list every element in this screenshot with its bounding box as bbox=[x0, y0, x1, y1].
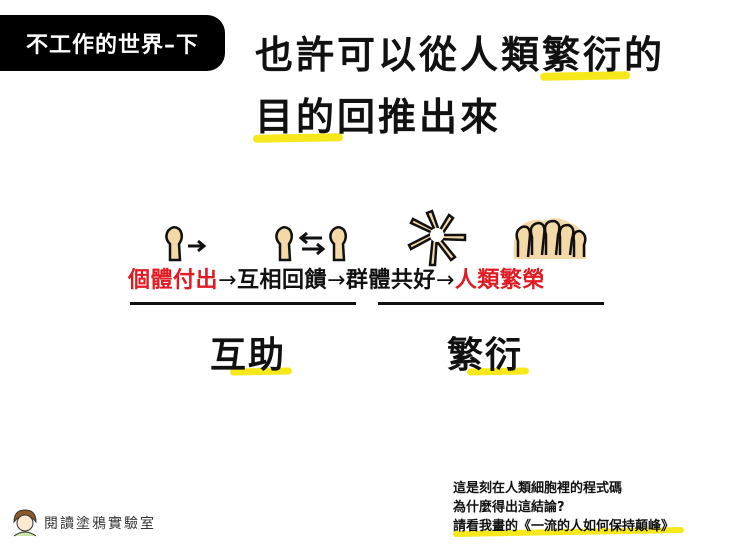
brand-logo: 閱讀塗鴉實驗室 bbox=[10, 508, 156, 538]
network-of-people-icon bbox=[407, 209, 467, 267]
flow-step-group-good: 群體共好 bbox=[345, 268, 436, 293]
footer-line-2: 為什麼得出這結論? bbox=[453, 500, 565, 515]
title-line-1: 也許可以從人類繁衍的 bbox=[255, 24, 665, 86]
flow-step-mutual-feedback: 互相回饋 bbox=[236, 268, 327, 293]
process-flow: 個體付出→互相回饋→群體共好→人類繁榮 bbox=[128, 262, 545, 294]
footer-book-link[interactable]: 請看我畫的《一流的人如何保持顛峰》 bbox=[453, 519, 675, 534]
reproduction-label: 繁衍 bbox=[447, 326, 523, 378]
brand-name: 閱讀塗鴉實驗室 bbox=[44, 516, 156, 532]
left-group-divider bbox=[130, 302, 356, 305]
crowd-of-people-icon bbox=[513, 218, 587, 259]
title-line-2: 目的回推出來 bbox=[255, 86, 665, 148]
single-person-arrow-icon bbox=[165, 226, 207, 262]
section-tag-label: 不工作的世界–下 bbox=[25, 33, 199, 58]
title-highlight-1: 繁衍 bbox=[542, 24, 624, 86]
flow-arrow: → bbox=[326, 268, 346, 293]
page-title: 也許可以從人類繁衍的 目的回推出來 bbox=[255, 24, 665, 148]
two-people-exchange-icon bbox=[275, 226, 347, 262]
reader-avatar-icon bbox=[13, 509, 37, 537]
title-highlight-2: 目的 bbox=[255, 86, 337, 148]
flow-step-individual-giving: 個體付出 bbox=[128, 268, 219, 293]
right-group-divider bbox=[378, 302, 604, 305]
flow-arrow: → bbox=[435, 268, 455, 293]
flow-step-human-prosperity: 人類繁榮 bbox=[454, 268, 545, 293]
mutual-aid-label: 互助 bbox=[210, 326, 286, 378]
footer-line-1: 這是刻在人類細胞裡的程式碼 bbox=[453, 481, 623, 496]
flow-arrow: → bbox=[218, 268, 237, 293]
footer-note: 這是刻在人類細胞裡的程式碼 為什麼得出這結論? 請看我畫的《一流的人如何保持顛峰… bbox=[453, 479, 674, 536]
section-tag: 不工作的世界–下 bbox=[0, 15, 225, 71]
